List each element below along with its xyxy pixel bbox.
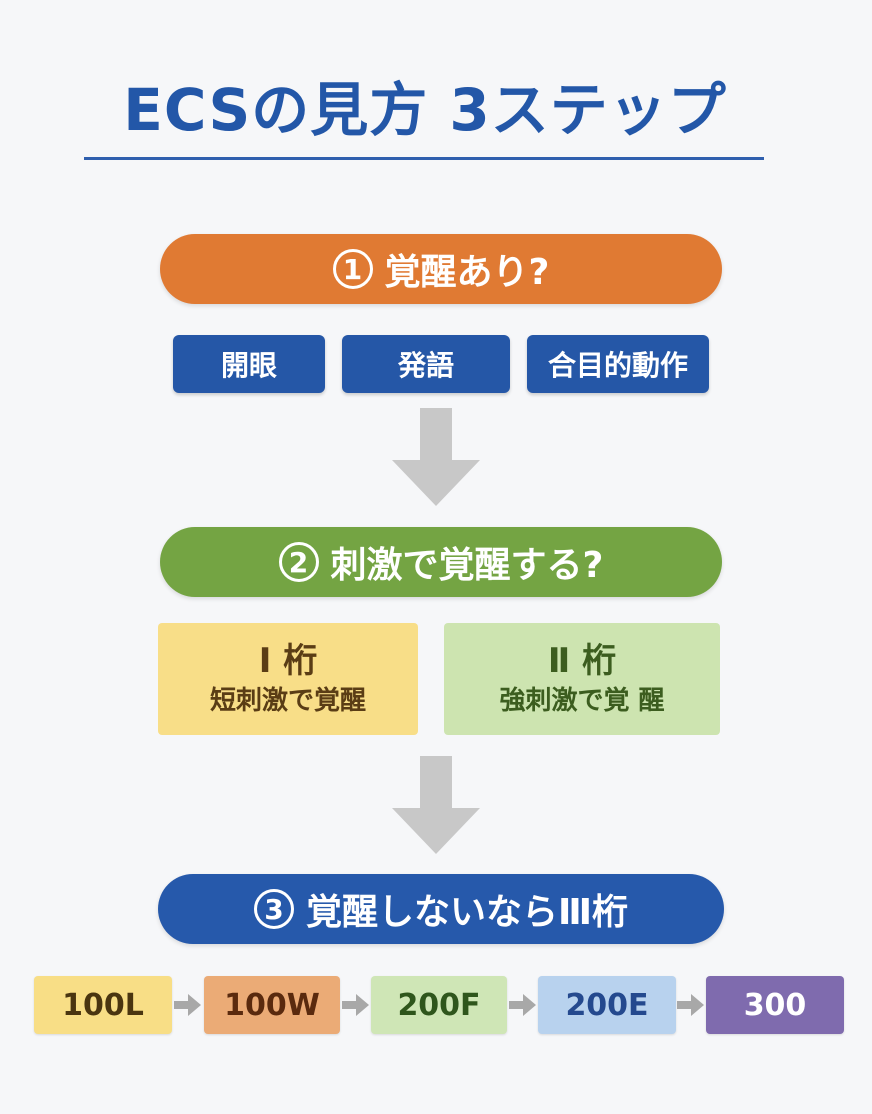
sign-speech: 発語	[342, 335, 510, 393]
code-300: 300	[706, 976, 844, 1034]
code-200F: 200F	[371, 976, 507, 1034]
level-1-box: Ⅰ 桁 短刺激で覚醒	[158, 623, 418, 735]
step3-banner: 3 覚醒しないならⅢ桁	[158, 874, 724, 944]
down-arrow-icon	[392, 408, 480, 506]
step1-label: 覚醒あり?	[384, 252, 550, 293]
page-title: ECSの見方 3ステップ	[123, 76, 727, 144]
right-arrow-icon	[509, 994, 536, 1016]
step3-label: 覚醒しないならⅢ桁	[305, 892, 629, 933]
code-200E: 200E	[538, 976, 676, 1034]
level-2-description: 強刺激で覚 醒	[499, 686, 665, 716]
step1-number-badge: 1	[332, 249, 373, 289]
sign-eye-opening: 開眼	[173, 335, 325, 393]
step3-number-badge: 3	[253, 889, 294, 929]
right-arrow-icon	[174, 994, 201, 1016]
level-1-digit: Ⅰ 桁	[258, 641, 318, 681]
step2-label: 刺激で覚醒する?	[330, 545, 604, 586]
level-2-box: Ⅱ 桁 強刺激で覚 醒	[444, 623, 720, 735]
right-arrow-icon	[342, 994, 369, 1016]
level-1-description: 短刺激で覚醒	[209, 686, 366, 716]
step2-banner: 2 刺激で覚醒する?	[160, 527, 722, 597]
down-arrow-icon	[392, 756, 480, 854]
sign-purposeful-movement: 合目的動作	[527, 335, 709, 393]
code-100L: 100L	[34, 976, 172, 1034]
step2-number-badge: 2	[278, 542, 319, 582]
right-arrow-icon	[677, 994, 704, 1016]
step1-banner: 1 覚醒あり?	[160, 234, 722, 304]
code-100W: 100W	[204, 976, 340, 1034]
title-underline	[84, 157, 764, 160]
level-2-digit: Ⅱ 桁	[547, 641, 617, 681]
